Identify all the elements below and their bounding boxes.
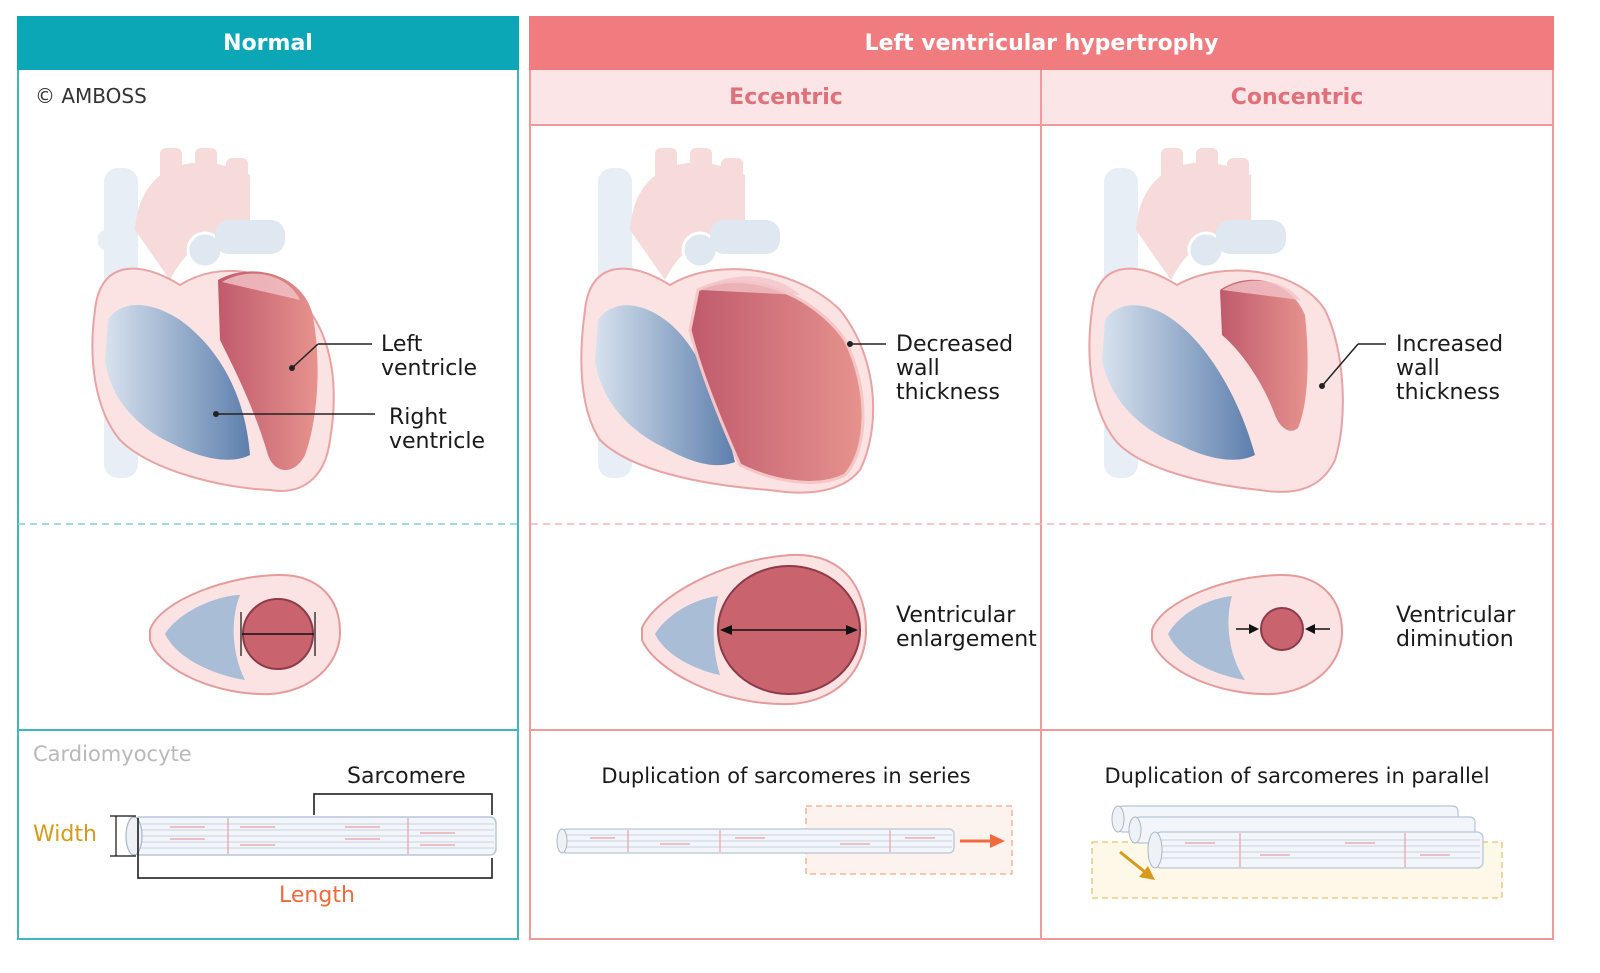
eccentric-header: Eccentric: [531, 70, 1041, 126]
caption-series: Duplication of sarcomeres in series: [601, 764, 971, 788]
caption-parallel: Duplication of sarcomeres in parallel: [1104, 764, 1490, 788]
left-ventricle-shape: [218, 271, 318, 470]
aorta-icon: [135, 148, 285, 280]
label-ventricular-enlargement: Ventricular enlargement: [896, 603, 1037, 652]
label-left-ventricle: Left ventricle: [381, 332, 478, 381]
parallel-cardiomyocytes: [1091, 805, 1503, 899]
label-sarcomere: Sarcomere: [347, 764, 466, 789]
label-increased-wall: Increased wall thickness: [1396, 332, 1504, 405]
label-ventricular-diminution: Ventricular diminution: [1396, 603, 1516, 652]
eccentric-cross-section: [641, 553, 868, 706]
lvh-header: Left ventricular hypertrophy: [529, 16, 1554, 70]
label-width: Width: [33, 822, 97, 847]
normal-header: Normal: [17, 16, 519, 70]
label-cardiomyocyte: Cardiomyocyte: [33, 742, 192, 766]
series-cardiomyocyte: [556, 805, 1013, 875]
normal-cross-section: [149, 573, 342, 696]
copyright-text: © AMBOSS: [35, 84, 147, 108]
label-decreased-wall: Decreased wall thickness: [896, 332, 1014, 405]
concentric-header: Concentric: [1042, 70, 1552, 126]
growth-arrow-icon: [990, 834, 1005, 848]
label-length: Length: [279, 883, 355, 908]
label-right-ventricle: Right ventricle: [389, 405, 486, 454]
normal-cardiomyocyte: [110, 793, 497, 879]
concentric-cross-section: [1151, 573, 1344, 696]
widening-arrow-icon: [1139, 866, 1155, 880]
right-ventricle-shape: [105, 305, 250, 460]
